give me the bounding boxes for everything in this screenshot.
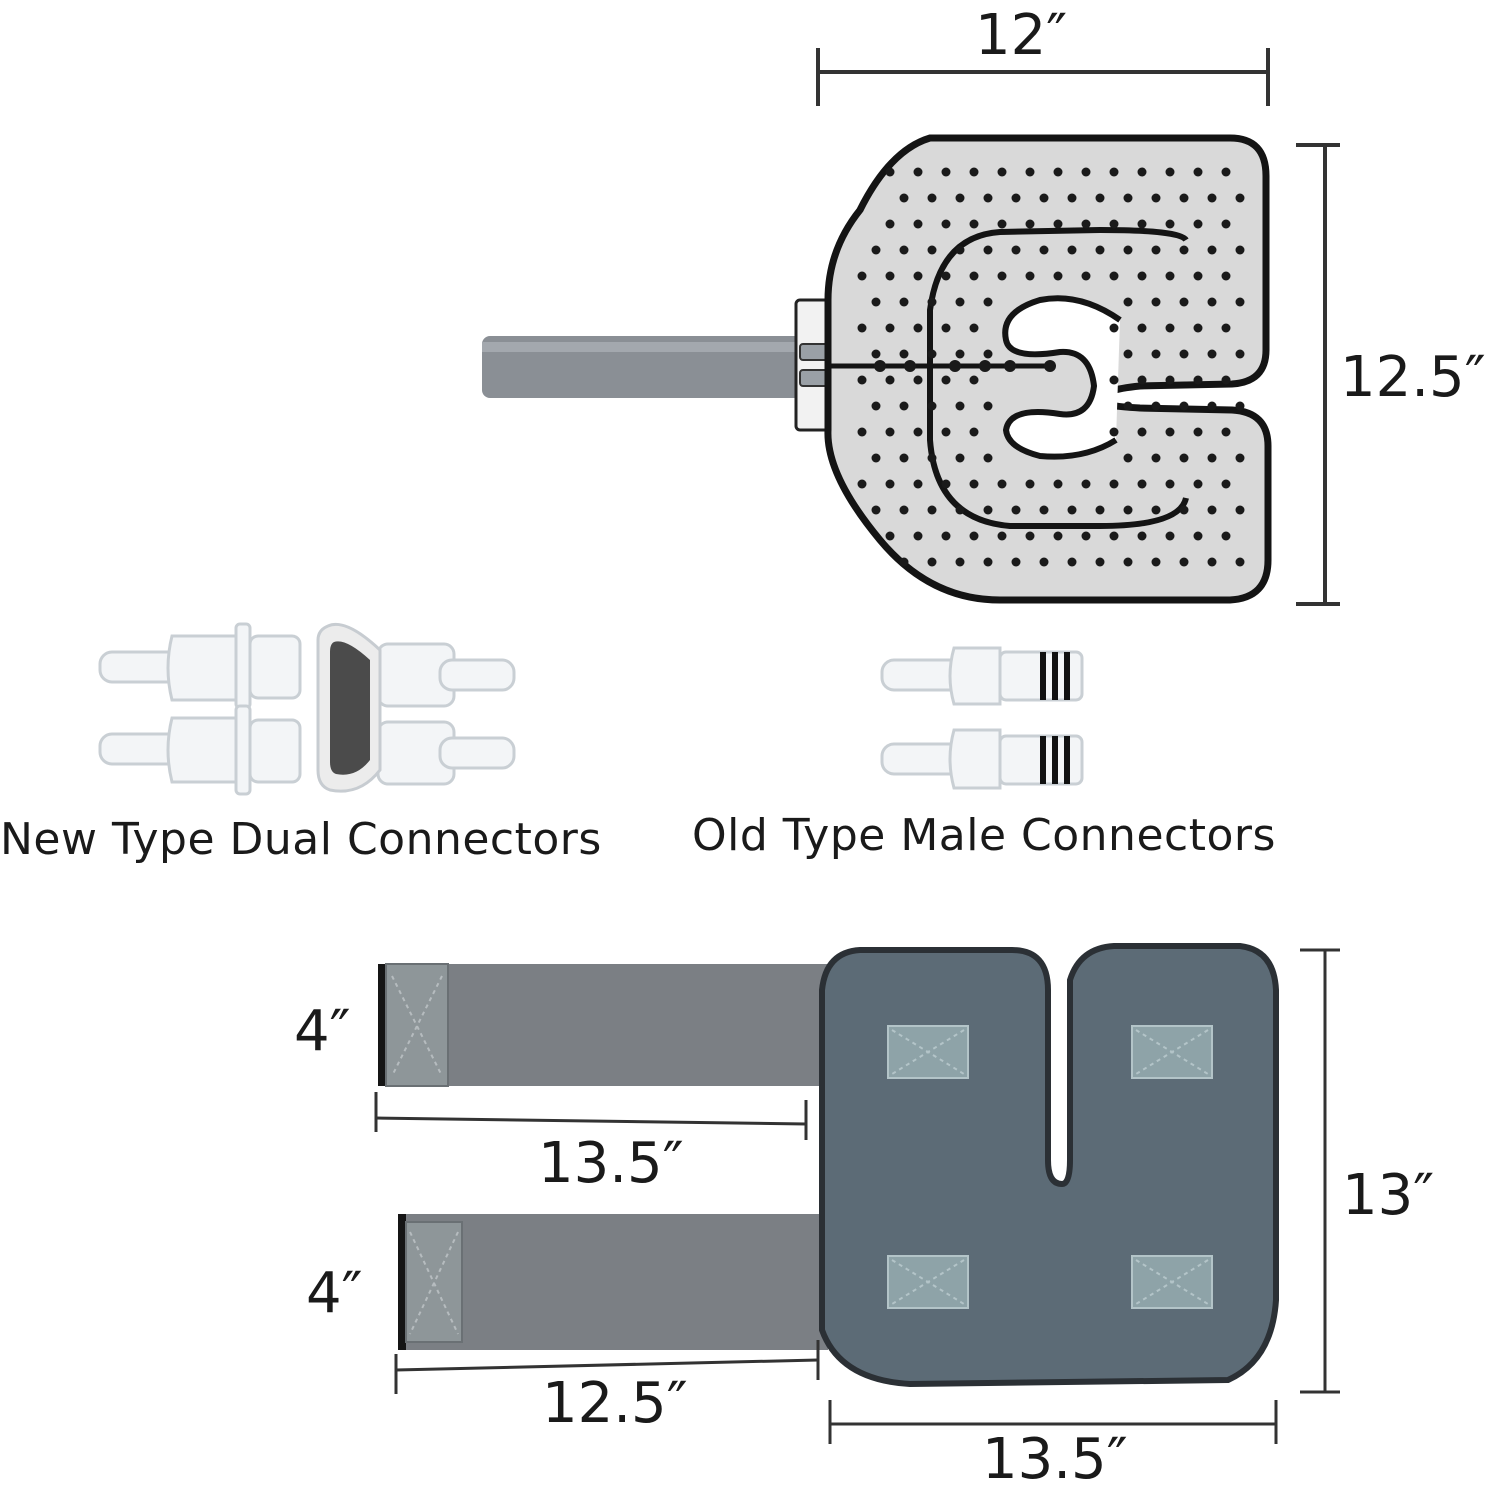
pad-height-label: 12.5″ [1340, 345, 1486, 410]
pad-perforations [857, 167, 1245, 567]
strap-top-length-label: 13.5″ [538, 1131, 684, 1196]
pad-width-label: 12″ [975, 3, 1068, 68]
strap-top-width-label: 4″ [294, 999, 351, 1064]
strap-bottom-width-label: 4″ [306, 1261, 363, 1326]
new-type-connectors-caption: New Type Dual Connectors [0, 814, 602, 865]
strap-bottom-length-label: 12.5″ [542, 1371, 688, 1436]
old-type-connectors-caption: Old Type Male Connectors [692, 810, 1276, 861]
strap-top [378, 964, 828, 1086]
wrap-width-label: 13.5″ [982, 1427, 1128, 1492]
strap-bottom [398, 1214, 828, 1350]
wrap-height-label: 13″ [1342, 1163, 1435, 1228]
